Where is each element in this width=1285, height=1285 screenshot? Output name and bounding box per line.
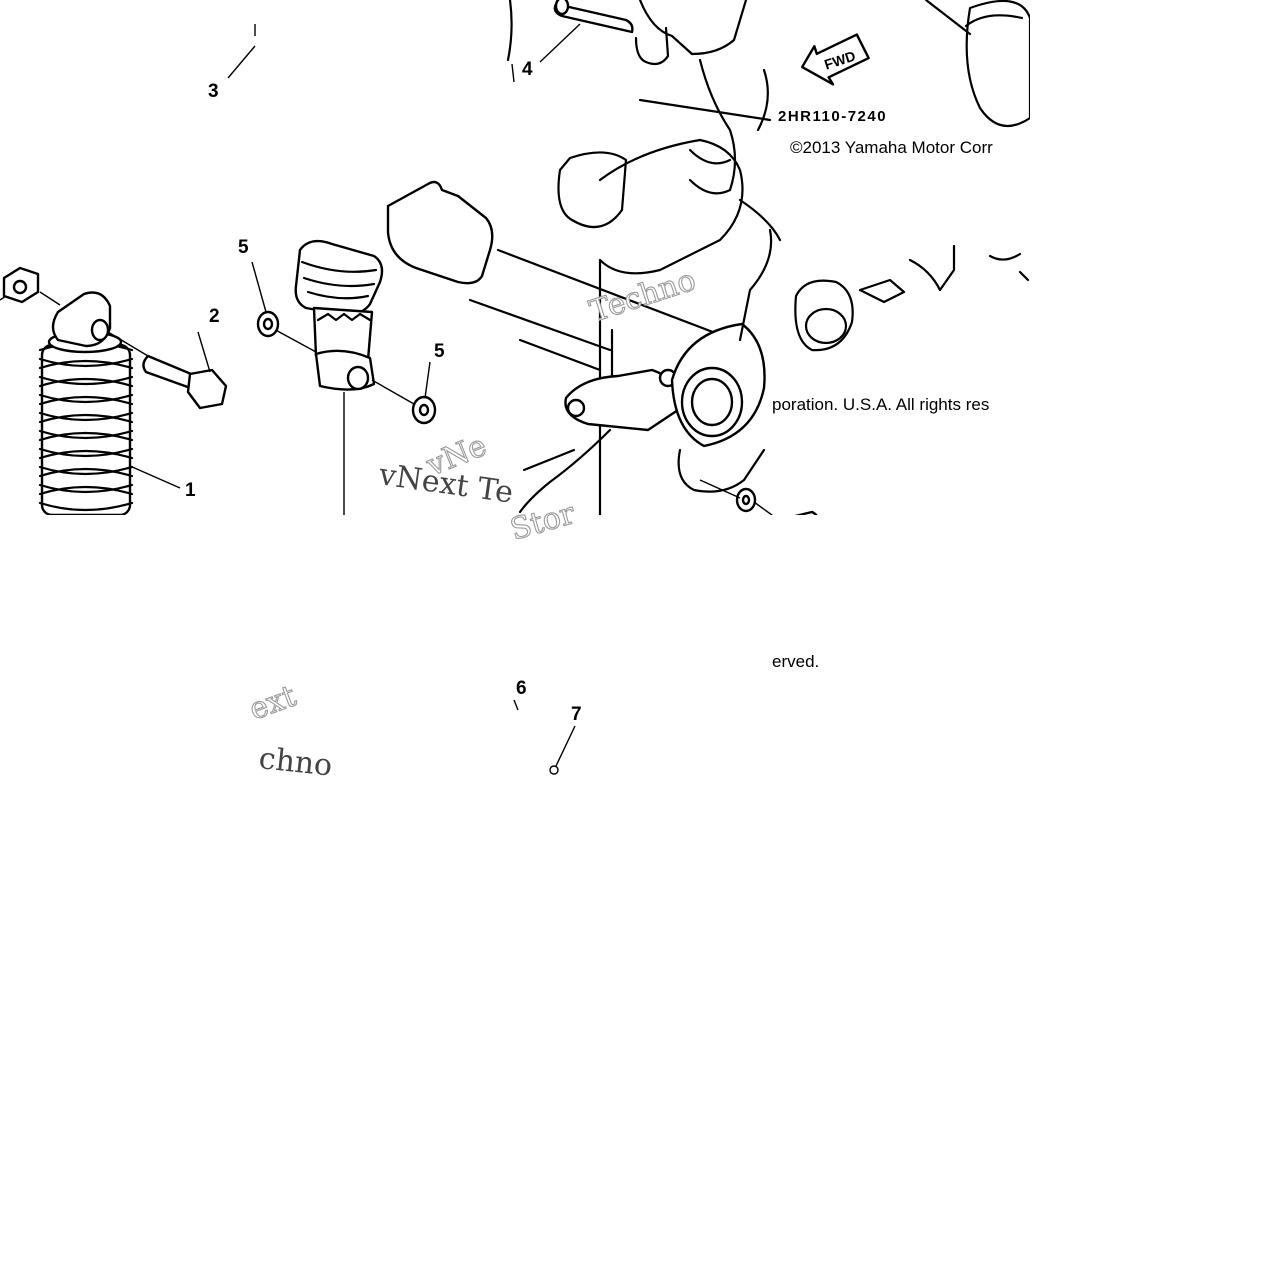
washer: [735, 487, 757, 513]
callout-5: 5: [434, 341, 445, 362]
callout-1: 1: [185, 480, 196, 501]
copyright-line-3: erved.: [772, 652, 819, 671]
callout-3: 3: [208, 81, 219, 102]
shock-upper-eye: [51, 291, 112, 348]
callout-5: 5: [238, 237, 249, 258]
copyright-line-2: poration. U.S.A. All rights res: [772, 395, 989, 414]
callout-7: 7: [571, 704, 582, 725]
watermark-text: Stor: [507, 496, 580, 548]
callout-4: 4: [522, 59, 533, 80]
rear-shock-body: [294, 239, 384, 391]
callout-6: 6: [516, 678, 527, 699]
nut: [2, 266, 40, 304]
part-code: 2HR110-7240: [778, 108, 887, 125]
washer: [411, 395, 437, 425]
swingarm: [386, 180, 819, 536]
callout-2: 2: [209, 306, 220, 327]
frame-upper: [506, 0, 1032, 352]
fwd-arrow-icon: FWD: [800, 33, 870, 86]
watermark-text: chno: [257, 741, 334, 783]
shock-absorber-spring: [38, 330, 134, 517]
washer: [256, 310, 280, 338]
copyright-line-1: ©2013 Yamaha Motor Corr: [790, 138, 993, 157]
bolt: [142, 354, 228, 410]
